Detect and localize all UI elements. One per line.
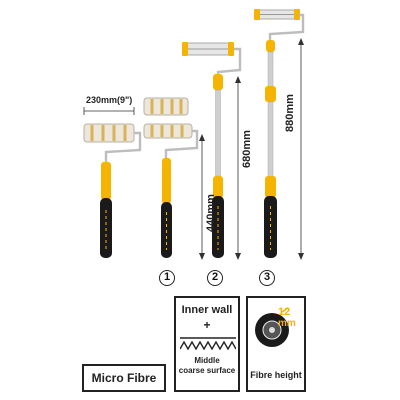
- roller-2: [182, 42, 242, 258]
- dimension-label-680: 680mm: [241, 130, 253, 168]
- fibre-height-panel: 12 mm Fibre height: [246, 296, 306, 392]
- roller-cross-section-icon: [255, 307, 289, 347]
- set-number-1: 1: [159, 270, 175, 286]
- set-number-2: 2: [207, 270, 223, 286]
- roller-1: [143, 97, 199, 258]
- fibre-unit: mm: [278, 318, 296, 329]
- fibre-height-label: Fibre height: [250, 370, 302, 380]
- roller-a: [83, 123, 142, 258]
- micro-fibre-label: Micro Fibre: [91, 371, 157, 385]
- dimension-label-230: 230mm(9"): [86, 95, 133, 105]
- dimension-label-440: 440mm: [205, 194, 217, 232]
- coarse-surface-icon: [180, 337, 236, 350]
- plus-sign: +: [203, 318, 211, 332]
- middle-label: Middle: [194, 356, 220, 365]
- inner-wall-panel: Inner wall + Middle coarse surface: [174, 296, 240, 392]
- coarse-surface-label: coarse surface: [178, 366, 236, 375]
- set-number-3: 3: [259, 270, 275, 286]
- micro-fibre-panel: Micro Fibre: [82, 364, 166, 392]
- fibre-value: 12: [278, 306, 291, 318]
- dimension-label-880: 880mm: [284, 94, 296, 132]
- inner-wall-label: Inner wall: [181, 304, 233, 316]
- roller-3: [254, 9, 305, 258]
